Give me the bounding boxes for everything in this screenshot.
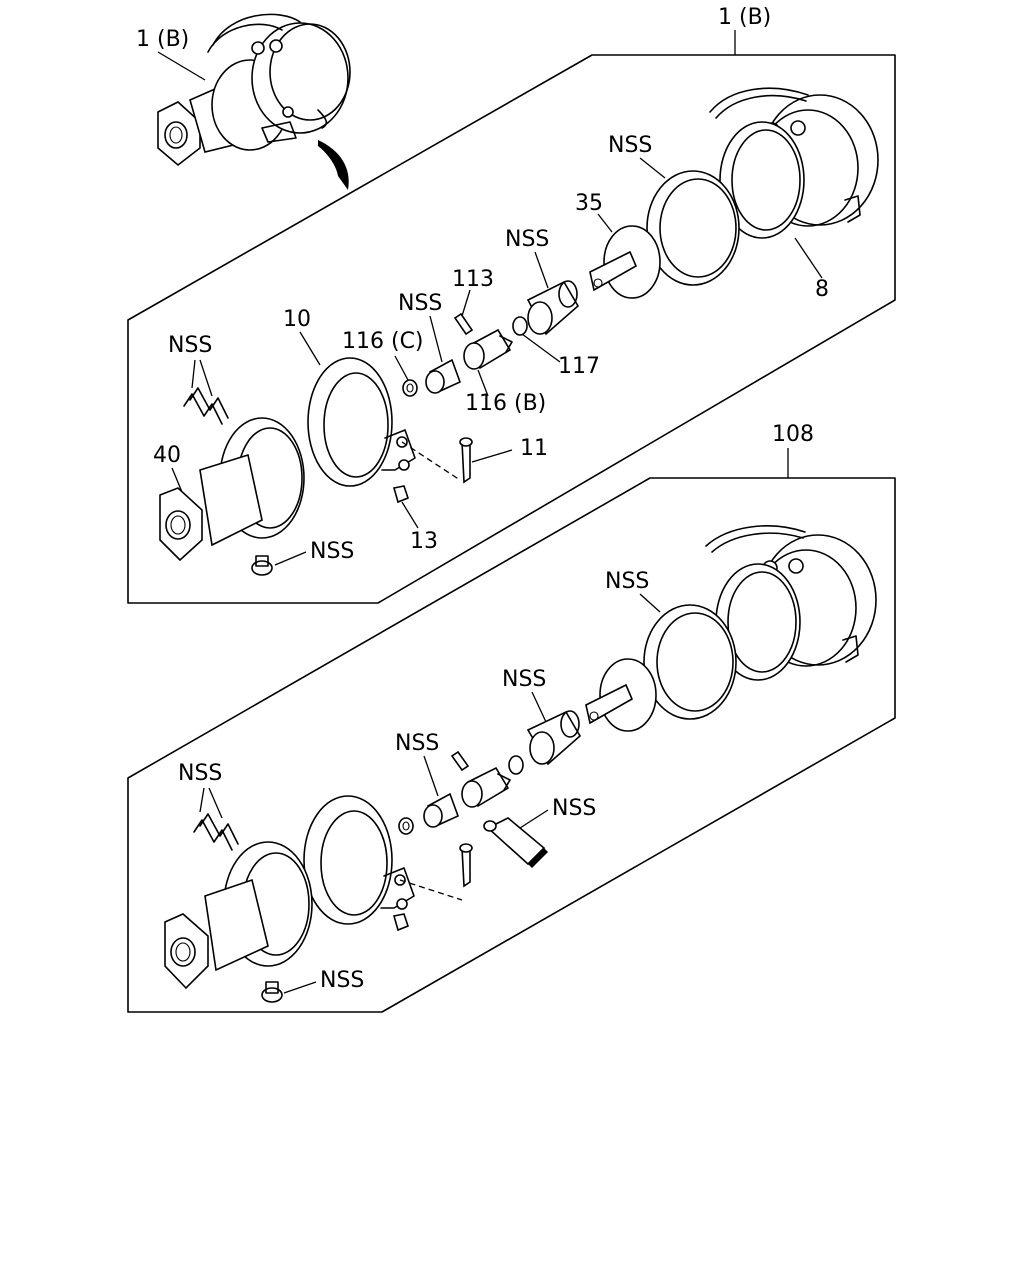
top-part-40-chamber-body xyxy=(159,417,305,562)
top-part-113-pin xyxy=(453,312,474,336)
bottom-oring xyxy=(508,755,524,775)
callout-10: 10 xyxy=(283,307,311,332)
callout-nss-tool-bottom: NSS xyxy=(552,796,596,821)
panel-bottom-frame xyxy=(127,477,896,1013)
top-nss-boot xyxy=(526,280,580,336)
callout-nss-boot-bottom: NSS xyxy=(502,667,546,692)
top-part-35-diaphragm-plate xyxy=(589,225,661,299)
callout-40: 40 xyxy=(153,443,181,468)
top-nss-plug xyxy=(251,555,273,576)
top-part-117-oring xyxy=(512,316,528,336)
bottom-nss-plug xyxy=(261,981,283,1003)
bottom-clamp-ring xyxy=(303,795,415,925)
bottom-nut-small xyxy=(398,817,414,835)
top-nss-seal-ring xyxy=(646,170,740,286)
bottom-adjuster xyxy=(461,766,511,808)
top-nss-bushing xyxy=(425,358,462,394)
top-part-116b-adjuster xyxy=(463,328,513,370)
callout-nss-pipe-bottom: NSS xyxy=(178,761,222,786)
callout-nss-bushing-bottom: NSS xyxy=(395,731,439,756)
bottom-nss-bushing xyxy=(423,792,460,828)
bottom-nss-boot xyxy=(526,710,582,766)
top-part-13-nut xyxy=(392,485,409,504)
top-part-8-ring xyxy=(719,121,805,239)
callout-nss-pipe-top: NSS xyxy=(168,333,212,358)
callout-nss-seal-top: NSS xyxy=(608,133,652,158)
callout-117: 117 xyxy=(558,354,600,379)
overview-label: 1 (B) xyxy=(136,27,189,52)
panel-top-assembly-label: 1 (B) xyxy=(718,5,771,30)
callout-116b: 116 (B) xyxy=(465,391,546,416)
callout-35: 35 xyxy=(575,191,603,216)
top-part-116c-nut xyxy=(402,379,418,397)
bottom-diaphragm-plate xyxy=(585,658,657,732)
panel-top-frame xyxy=(127,54,896,604)
callout-nss-plug-bottom: NSS xyxy=(320,968,364,993)
callout-8: 8 xyxy=(815,277,829,302)
callout-11: 11 xyxy=(520,436,548,461)
panel-bottom-assembly-label: 108 xyxy=(772,422,814,447)
bottom-nss-seal-ring xyxy=(643,604,737,720)
callout-13: 13 xyxy=(410,529,438,554)
bottom-bolt xyxy=(399,843,473,901)
bottom-nut xyxy=(392,913,409,932)
callout-113: 113 xyxy=(452,267,494,292)
overview-brake-chamber xyxy=(157,13,351,190)
callout-nss-boot-top: NSS xyxy=(505,227,549,252)
callout-nss-plug-top: NSS xyxy=(310,539,354,564)
callout-nss-bushing-top: NSS xyxy=(398,291,442,316)
bottom-pin xyxy=(450,750,470,772)
callout-116c: 116 (C) xyxy=(342,329,424,354)
top-part-11-bolt xyxy=(401,437,473,484)
top-part-10-clamp-ring xyxy=(307,357,416,487)
bottom-chamber-body xyxy=(164,841,313,990)
bottom-nss-tool xyxy=(483,817,548,868)
top-nss-pipe xyxy=(183,387,229,425)
bottom-nss-pipe xyxy=(193,813,239,851)
callout-nss-seal-bottom: NSS xyxy=(605,569,649,594)
